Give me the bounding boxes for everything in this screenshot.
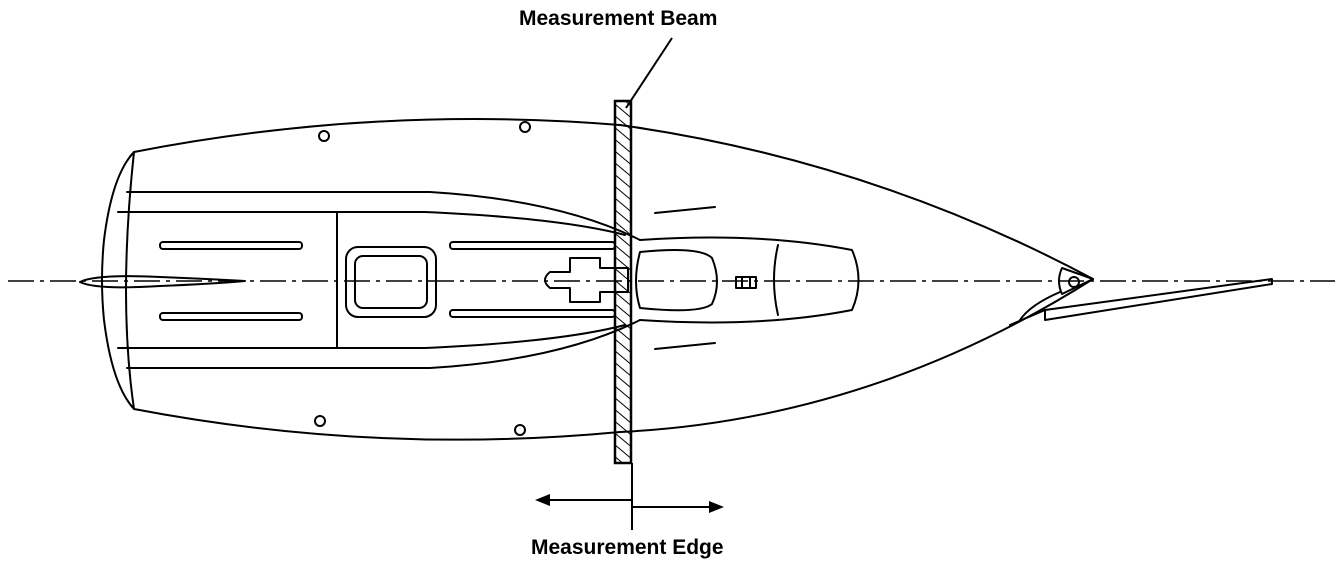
mast-step xyxy=(544,257,629,303)
deck-inner-line-top xyxy=(126,191,641,241)
measurement-beam-label: Measurement Beam xyxy=(519,7,718,30)
fitting-circle-3 xyxy=(314,415,326,427)
fitting-circle-2 xyxy=(519,121,531,133)
bench-aft-starboard xyxy=(159,312,303,321)
bowsprit xyxy=(1044,278,1273,321)
hull-outline xyxy=(125,118,1094,441)
cabin-front-step xyxy=(773,244,779,316)
bench-aft-port xyxy=(159,241,303,250)
cabin-roof xyxy=(639,236,860,324)
companionway-hatch xyxy=(635,249,718,312)
measurement-edge-label: Measurement Edge xyxy=(531,536,724,559)
bench-fwd-starboard xyxy=(449,309,616,318)
cockpit-hatch-inner xyxy=(354,255,428,309)
deck-inner-line-bottom xyxy=(126,319,641,369)
bow-fitting-ring xyxy=(1068,276,1080,288)
bench-fwd-port xyxy=(449,241,616,250)
small-hatch xyxy=(735,276,757,289)
fitting-circle-1 xyxy=(318,130,330,142)
cockpit-hatch-outer xyxy=(345,246,437,318)
bow-fitting xyxy=(1058,267,1094,295)
cockpit-coaming-bottom xyxy=(117,324,626,349)
handrail-port xyxy=(654,206,716,214)
rudder xyxy=(79,275,246,289)
handrail-starboard xyxy=(654,342,716,350)
stern-edge xyxy=(101,151,135,410)
arrow-left-head xyxy=(535,494,550,506)
arrow-right-head xyxy=(709,501,724,513)
beam-leader-line xyxy=(625,37,673,109)
cockpit-coaming-top xyxy=(117,211,626,236)
measurement-beam xyxy=(613,99,633,465)
fitting-circle-4 xyxy=(514,424,526,436)
